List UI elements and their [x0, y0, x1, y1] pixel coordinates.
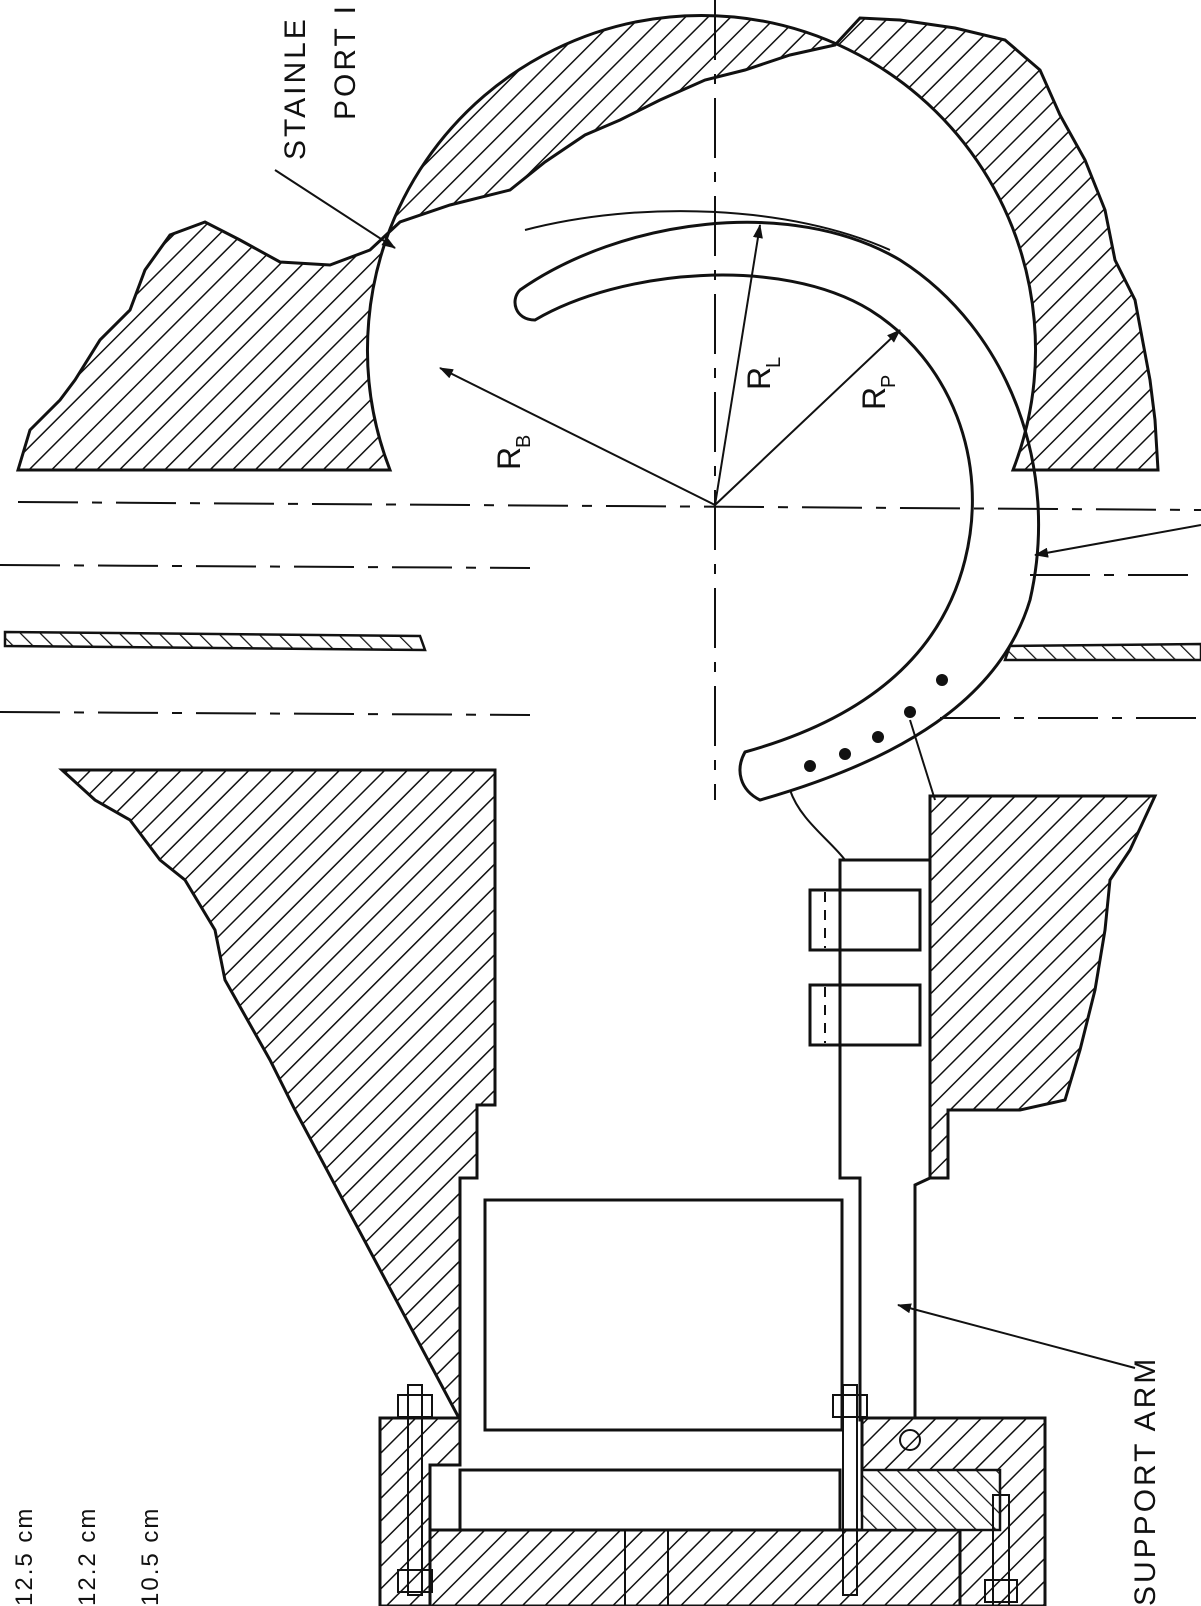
- rp-label: R P: [856, 375, 900, 410]
- ring-inner-edge: [524, 210, 891, 251]
- bolt-center: [832, 1384, 868, 1596]
- rl-subscript: L: [763, 357, 785, 368]
- dimension-value-3: 10.5 cm: [137, 1507, 164, 1606]
- lower-left-housing: [58, 768, 497, 1421]
- stainless-port-housing: [15, 13, 1160, 472]
- radius-rp-arrow: [714, 329, 901, 506]
- bore-tube: [483, 1198, 844, 1432]
- dimension-value-1: 12.5 cm: [11, 1507, 38, 1606]
- clamp-lower: [808, 983, 922, 1047]
- stainless-leader: [274, 169, 396, 249]
- cooling-holes: [804, 674, 948, 772]
- support-arm-edge: [909, 719, 936, 801]
- clamp-upper: [808, 888, 922, 952]
- o-ring: [899, 1429, 921, 1451]
- support-arm-neck: [789, 789, 846, 861]
- limiter-leader: [1034, 524, 1201, 558]
- dimension-value-2: 12.2 cm: [74, 1507, 101, 1606]
- support-arm-leader: [897, 1303, 1136, 1369]
- radius-rl-arrow: [714, 224, 763, 506]
- stainless-port-label-line2: PORT I: [329, 3, 362, 120]
- beam-line-upper: [0, 564, 531, 569]
- stainless-port-label-line1: STAINLE: [279, 16, 312, 160]
- rb-symbol: R: [491, 447, 527, 470]
- lower-right-housing: [928, 794, 1158, 1180]
- support-arm: [838, 858, 932, 1422]
- rl-symbol: R: [741, 367, 777, 390]
- rp-symbol: R: [856, 387, 892, 410]
- flange-base: [428, 1528, 962, 1606]
- rp-subscript: P: [878, 375, 900, 388]
- wall-strip-right: [1003, 642, 1201, 662]
- rb-subscript: B: [513, 435, 535, 448]
- flange-left: [378, 1416, 462, 1606]
- bolt-right: [984, 1494, 1018, 1606]
- flange-plate: [458, 1468, 842, 1532]
- flange-insert: [860, 1468, 1002, 1532]
- limiter-ring: [513, 220, 1041, 802]
- wall-strip-left: [3, 630, 427, 652]
- rl-label: R L: [741, 357, 785, 390]
- rb-label: R B: [491, 435, 535, 470]
- beam-line-lower: [0, 711, 531, 716]
- radius-rb-arrow: [439, 367, 716, 506]
- support-arm-label: SUPPORT ARM: [1129, 1356, 1162, 1606]
- horizontal-centerline: [17, 501, 1201, 511]
- bolt-left: [397, 1384, 433, 1596]
